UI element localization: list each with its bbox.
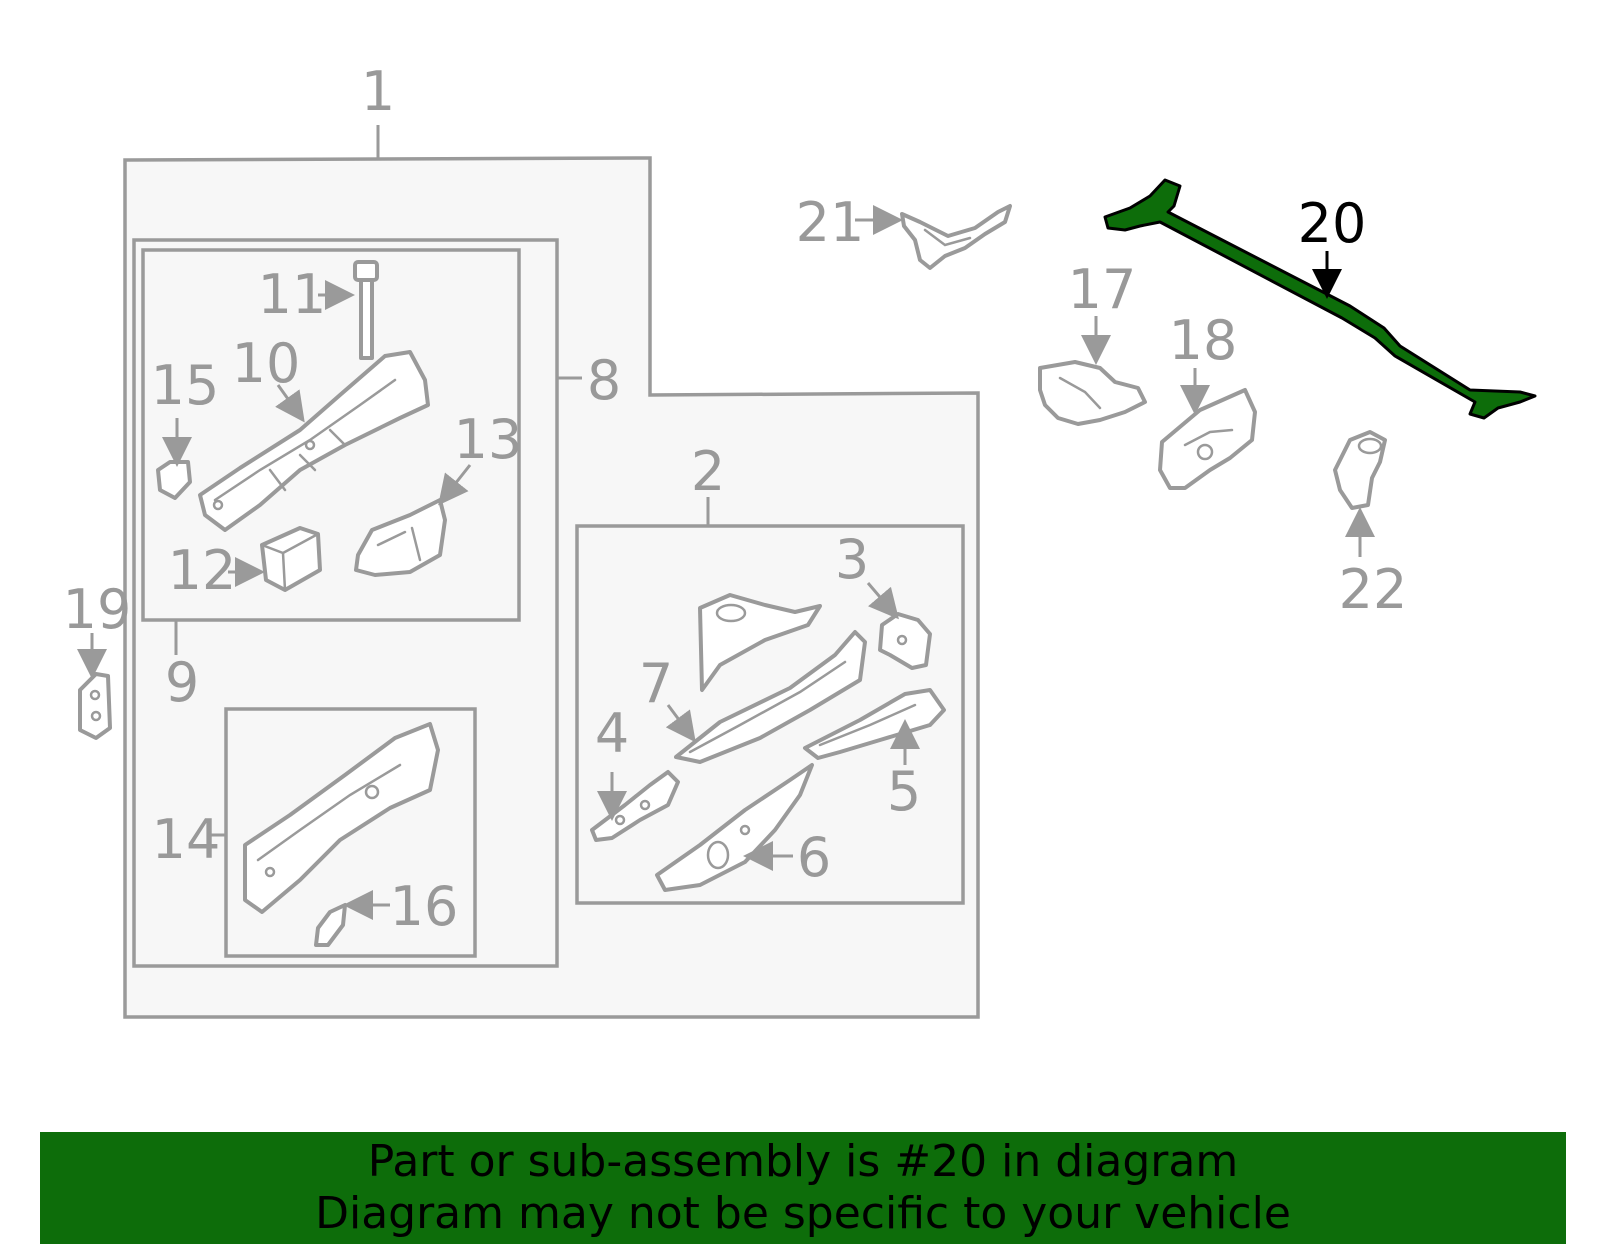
banner-line-disclaimer: Diagram may not be specific to your vehi… — [315, 1188, 1291, 1239]
callout-11: 11 — [258, 263, 327, 326]
callout-7: 7 — [639, 652, 673, 715]
part-17-bracket — [1038, 360, 1147, 426]
part-22-bracket — [1333, 430, 1387, 510]
part-14-panel — [243, 722, 440, 914]
callout-6: 6 — [797, 826, 831, 889]
info-banner: Part or sub-assembly is #20 in diagram D… — [40, 1132, 1566, 1244]
callout-16: 16 — [390, 875, 459, 938]
callout-21: 21 — [796, 191, 865, 254]
callout-20: 20 — [1298, 192, 1367, 255]
arrow-7 — [665, 704, 696, 743]
part-7-apron-rail — [674, 593, 867, 764]
callout-1: 1 — [361, 60, 395, 123]
callout-15: 15 — [151, 354, 220, 417]
callout-17: 17 — [1068, 258, 1137, 321]
callout-2: 2 — [691, 440, 725, 503]
part-5-rail — [803, 688, 946, 760]
arrow-3 — [866, 582, 899, 620]
callout-4: 4 — [595, 702, 629, 765]
callout-8: 8 — [587, 349, 621, 412]
callout-3: 3 — [835, 528, 869, 591]
callout-13: 13 — [454, 408, 523, 471]
callout-14: 14 — [152, 808, 221, 871]
callout-22: 22 — [1339, 558, 1408, 621]
part-3-bracket — [878, 612, 932, 670]
callout-9: 9 — [165, 651, 199, 714]
part-4-bracket — [590, 770, 680, 842]
part-12-block — [260, 526, 322, 592]
part-10-frame-rail — [198, 350, 430, 532]
part-18-bracket — [1158, 388, 1257, 490]
part-13-bracket — [354, 498, 447, 577]
callout-5: 5 — [887, 760, 921, 823]
callout-18: 18 — [1169, 309, 1238, 372]
arrow-13 — [438, 464, 472, 506]
callout-12: 12 — [168, 539, 237, 602]
part-11-bolt — [353, 260, 379, 360]
part-21-bracket — [900, 204, 1012, 270]
arrow-10 — [275, 384, 305, 423]
part-16-bracket — [314, 903, 347, 947]
callout-10: 10 — [232, 332, 301, 395]
callout-19: 19 — [63, 578, 132, 641]
part-20-tie-bar — [1103, 178, 1537, 420]
banner-line-part: Part or sub-assembly is #20 in diagram — [367, 1136, 1239, 1187]
part-19-plate — [78, 672, 112, 740]
part-6-rail — [655, 763, 814, 892]
